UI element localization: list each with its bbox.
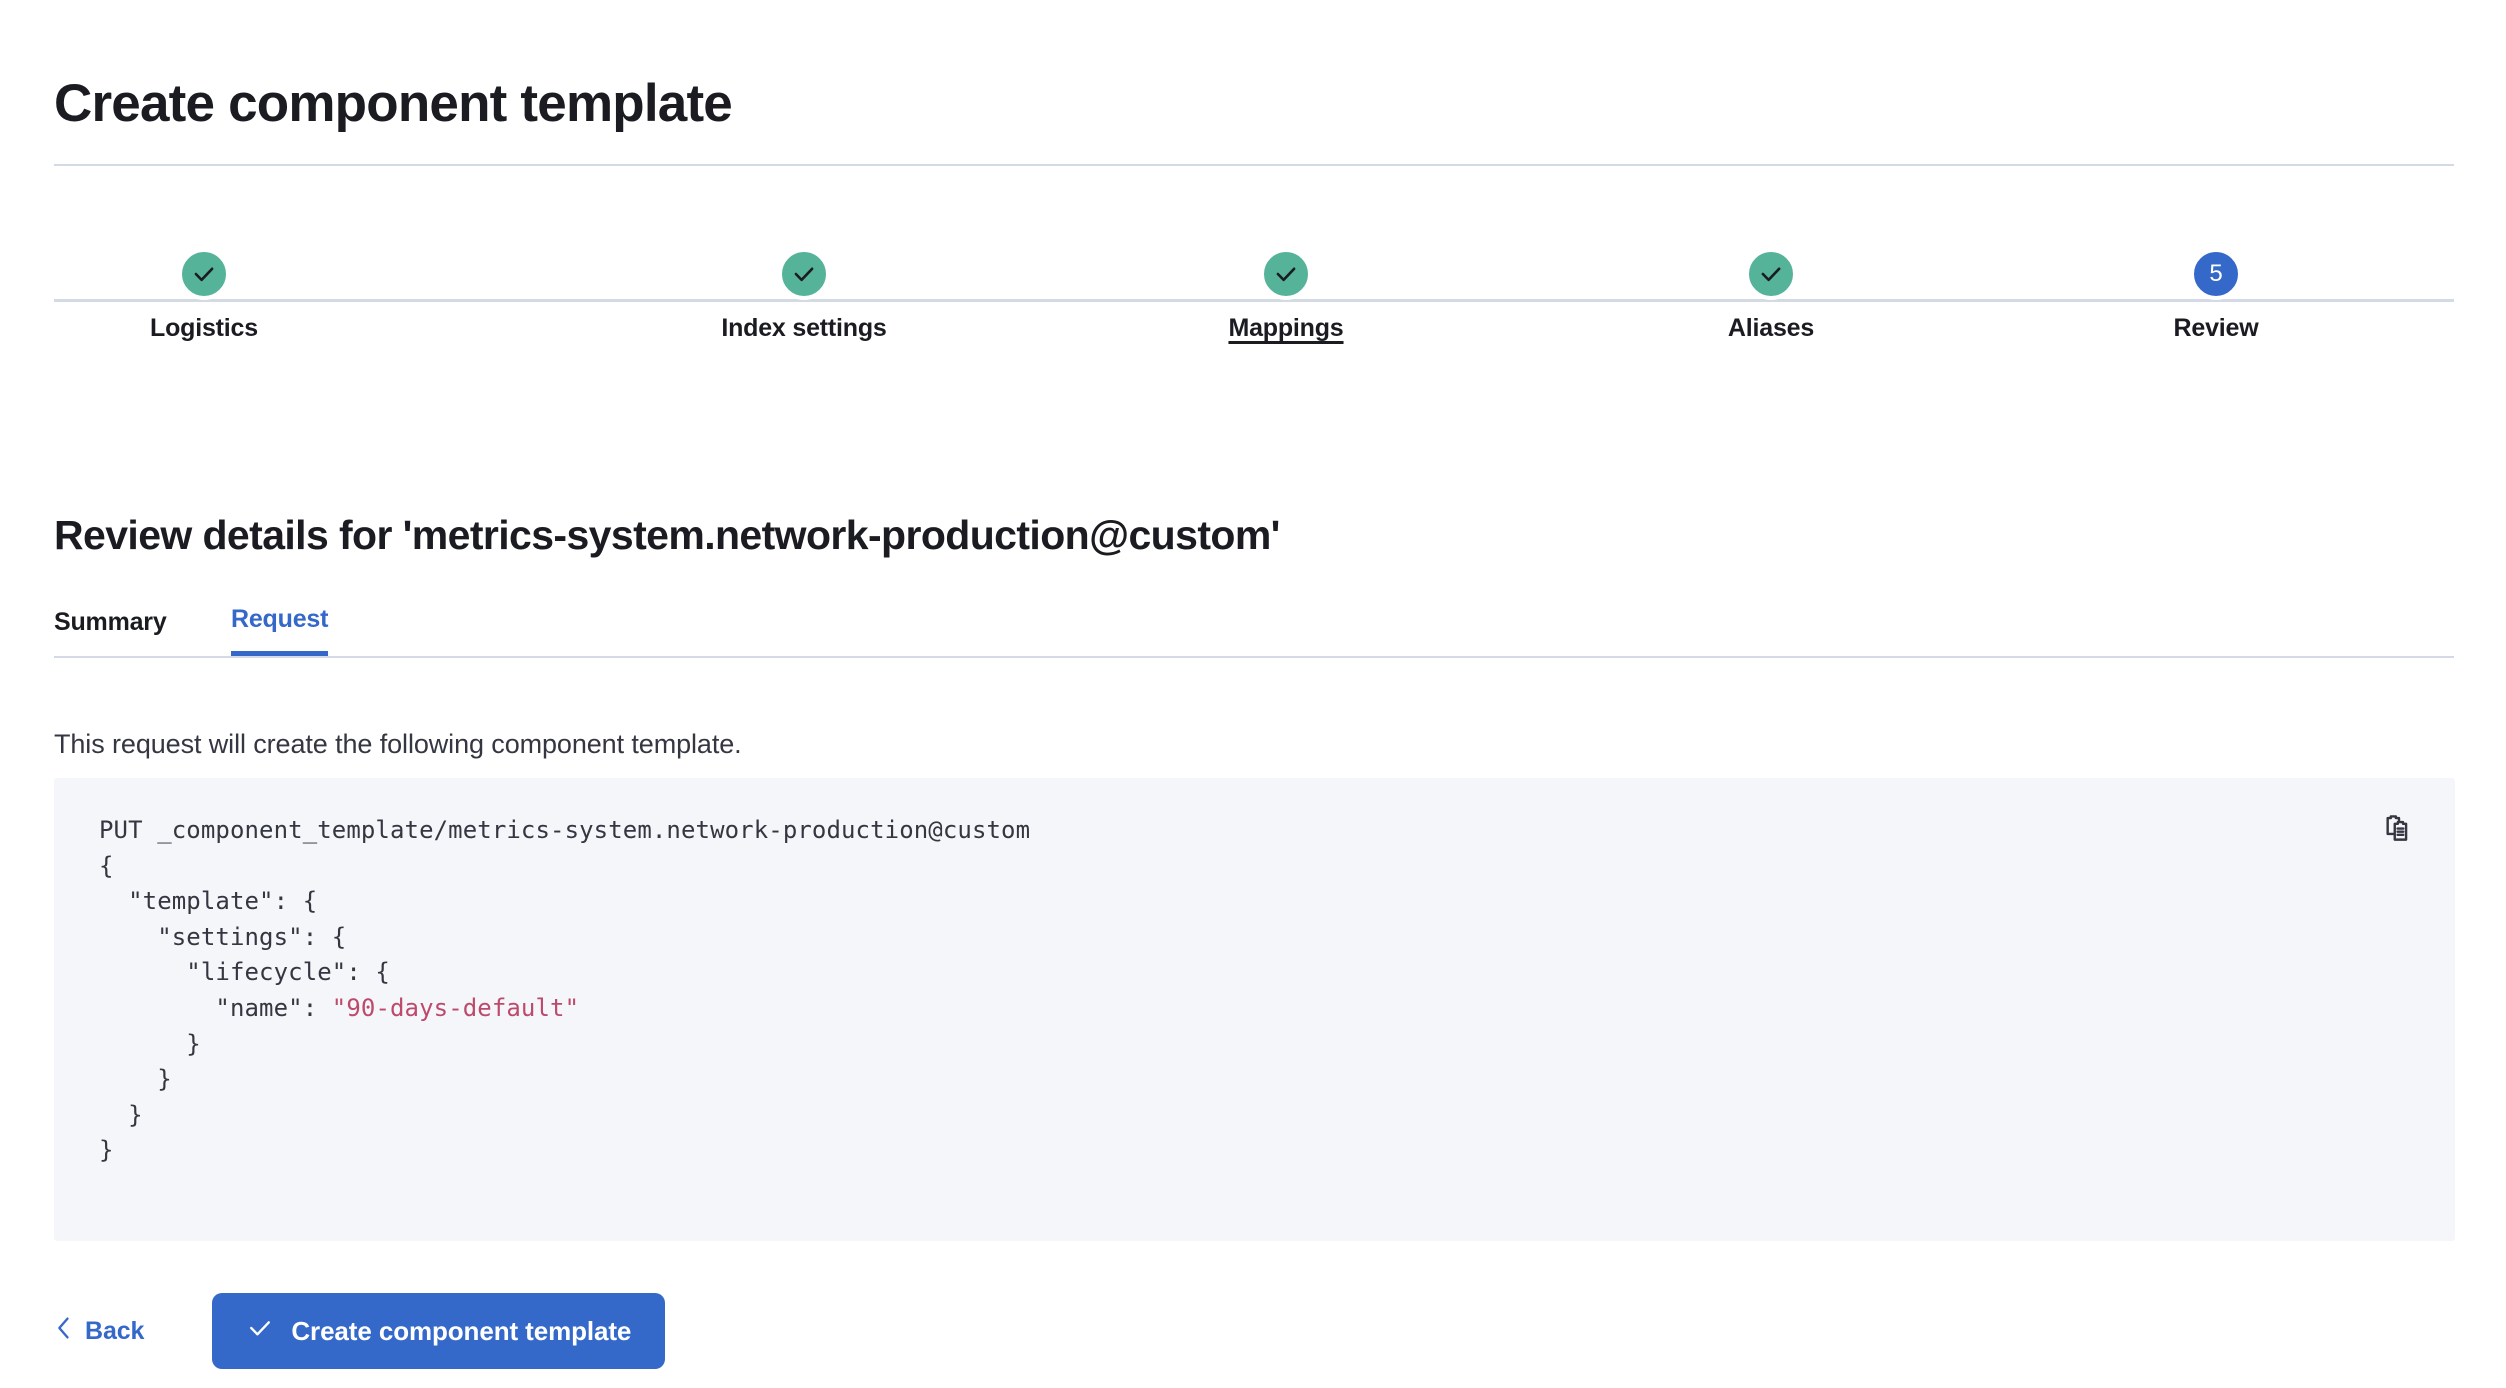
request-description: This request will create the following c… [54, 729, 742, 759]
step-aliases[interactable]: Aliases [1621, 248, 1921, 343]
step-number: 5 [2209, 260, 2223, 287]
review-tabs: Summary Request [54, 590, 2454, 658]
back-button[interactable]: Back [54, 1314, 156, 1349]
check-icon [1758, 261, 1784, 287]
back-button-label: Back [85, 1316, 145, 1345]
step-label: Mappings [1228, 314, 1344, 342]
wizard-stepper: Logistics Index settings Mapping [54, 248, 2454, 378]
chevron-left-icon [54, 1314, 74, 1349]
step-status-circle [1260, 248, 1312, 300]
check-icon [791, 261, 817, 287]
request-code-content: PUT _component_template/metrics-system.n… [99, 813, 1030, 1169]
step-status-circle [778, 248, 830, 300]
request-code-block: PUT _component_template/metrics-system.n… [54, 778, 2455, 1241]
code-method-line: PUT _component_template/metrics-system.n… [99, 816, 1031, 844]
step-mappings[interactable]: Mappings [1136, 248, 1436, 343]
code-body-before: { "template": { "settings": { "lifecycle… [99, 851, 390, 1022]
page-title: Create component template [54, 73, 733, 133]
step-label: Logistics [150, 314, 258, 342]
step-label: Index settings [721, 314, 887, 342]
step-review[interactable]: 5 Review [2066, 248, 2366, 343]
step-label: Review [2173, 314, 2259, 342]
header-divider [54, 164, 2454, 166]
create-component-template-button[interactable]: Create component template [212, 1293, 666, 1369]
step-status-circle: 5 [2190, 248, 2242, 300]
check-icon [191, 261, 217, 287]
check-icon [1273, 261, 1299, 287]
step-status-circle [178, 248, 230, 300]
tab-summary[interactable]: Summary [54, 588, 167, 656]
step-logistics[interactable]: Logistics [54, 248, 354, 343]
check-icon [246, 1314, 274, 1349]
code-body-after: } } } } [99, 1029, 201, 1165]
code-string-value: "90-days-default" [331, 993, 580, 1022]
review-details-heading: Review details for 'metrics-system.netwo… [54, 512, 1280, 559]
copy-icon[interactable] [2373, 804, 2425, 856]
step-index-settings[interactable]: Index settings [654, 248, 954, 343]
stepper-track [54, 299, 2454, 302]
tab-request[interactable]: Request [231, 588, 328, 656]
wizard-footer-actions: Back Create component template [54, 1293, 666, 1369]
step-label: Aliases [1727, 314, 1815, 342]
create-button-label: Create component template [291, 1315, 632, 1346]
step-status-circle [1745, 248, 1797, 300]
